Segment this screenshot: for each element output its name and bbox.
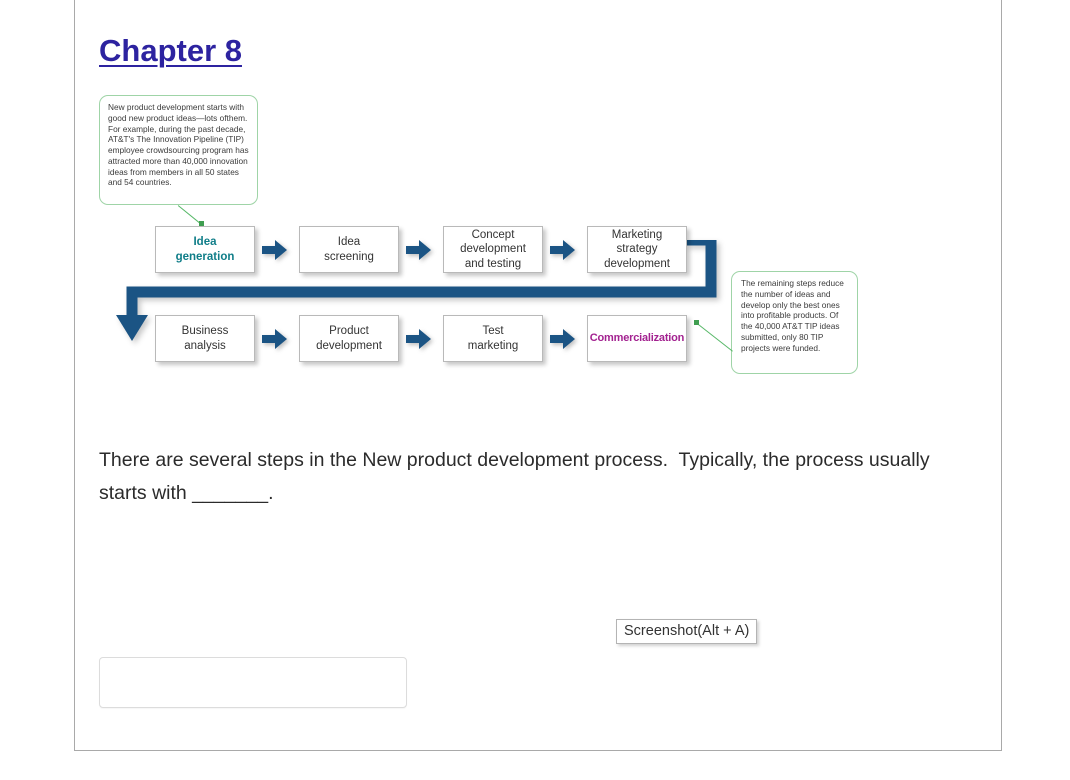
flow-arrow-right-icon [406, 240, 431, 260]
flow-arrow-right-icon [262, 329, 287, 349]
flow-step-line2: development [460, 243, 526, 256]
screenshot-tooltip: Screenshot(Alt + A) [616, 619, 758, 644]
callout-left: New product development starts with good… [99, 95, 258, 205]
flow-arrow-right-icon [406, 329, 431, 349]
flow-step-test-marketing: Test marketing [443, 315, 543, 362]
page-title: Chapter 8 [99, 33, 242, 68]
flow-step-line1: Product [329, 325, 369, 338]
flow-step-line1: Concept [471, 229, 515, 242]
flow-step-product-development: Product development [299, 315, 399, 362]
flow-arrow-right-icon [550, 240, 575, 260]
flow-arrow-right-icon [262, 240, 287, 260]
flow-step-line1: Commercialization [589, 331, 685, 344]
flow-step-line1: Idea [337, 236, 361, 249]
answer-input[interactable] [99, 657, 407, 708]
flow-step-marketing-strategy-development: Marketing strategy development [587, 226, 687, 273]
flow-step-line2: strategy [616, 243, 658, 256]
flow-arrow-right-icon [550, 329, 575, 349]
flow-wrap-connector [116, 240, 717, 341]
flow-step-business-analysis: Business analysis [155, 315, 255, 362]
question-prompt: There are several steps in the New produ… [99, 449, 936, 504]
leader-dot-right [694, 320, 699, 325]
flow-step-line2: screening [324, 250, 374, 263]
flow-step-concept-development-and-testing: Concept development and testing [443, 226, 543, 273]
callout-right: The remaining steps reduce the number of… [731, 271, 858, 374]
flow-step-line1: Marketing [611, 229, 663, 242]
flow-step-line2: development [316, 339, 382, 352]
flow-step-line1: Business [181, 325, 229, 338]
flow-step-line1: Test [482, 325, 504, 338]
flow-step-commercialization: Commercialization [587, 315, 687, 362]
leader-dot-left [199, 221, 204, 226]
flow-step-line2: generation [175, 250, 235, 263]
flow-step-idea-generation: Idea generation [155, 226, 255, 273]
flow-step-idea-screening: Idea screening [299, 226, 399, 273]
flow-step-line3: and testing [464, 257, 522, 270]
flow-step-line2: analysis [184, 339, 226, 352]
flow-step-line1: Idea [193, 236, 217, 249]
flow-step-line3: development [604, 257, 670, 270]
flow-step-line2: marketing [467, 339, 519, 352]
